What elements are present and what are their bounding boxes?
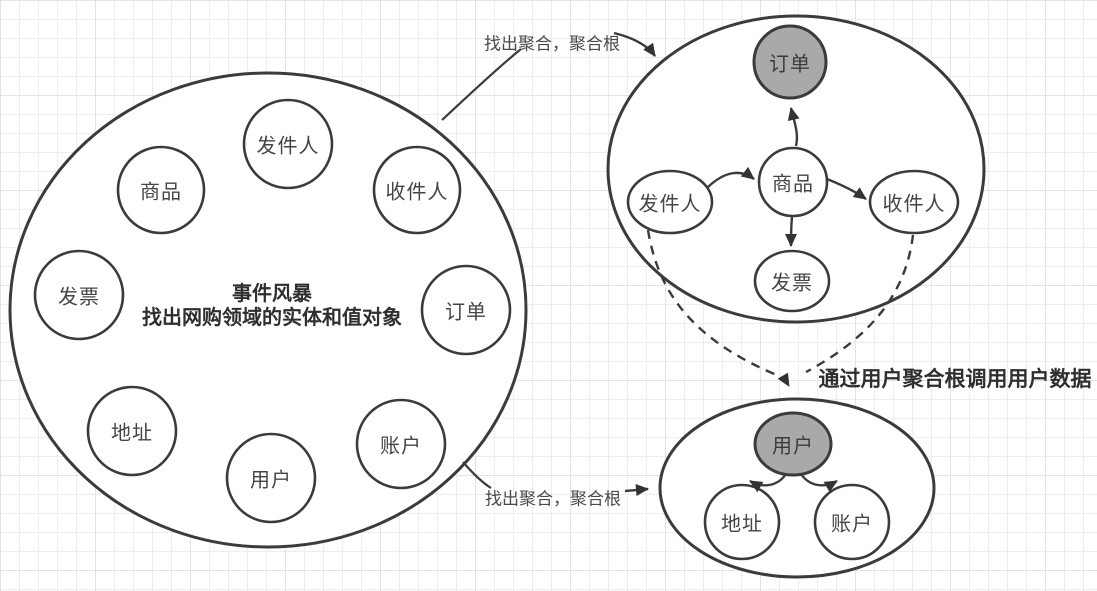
aggregate-node-address [703, 483, 781, 561]
aggregate-root-label-user: 用户 [772, 435, 814, 458]
aggregate-root-circle-user [753, 411, 833, 477]
aggregate-label-product: 商品 [772, 173, 814, 196]
annotation-line-top-left-segment [441, 48, 522, 121]
entity-label-address: 地址 [111, 422, 153, 445]
aggregate-root-circle-order [752, 24, 828, 100]
aggregate-root-label-order: 订单 [769, 53, 811, 76]
entity-circle-user [225, 432, 317, 524]
entity-circle-account [355, 398, 447, 490]
arrow-product-to-invoice [785, 216, 798, 247]
aggregate-node-product [757, 146, 829, 218]
aggregate-label-account: 账户 [831, 513, 873, 536]
entity-circle-product [116, 145, 206, 235]
arrow-sender-to-product [707, 166, 755, 188]
dashed-link-sender-to-user-aggregate [646, 229, 791, 387]
entity-circle-order [420, 264, 512, 356]
aggregate-label-invoice: 发票 [771, 272, 813, 295]
event-storming-title: 事件风暴 找出网购领域的实体和值对象 [142, 282, 402, 330]
entity-label-sender: 发件人 [256, 135, 320, 158]
entity-circle-sender [242, 98, 334, 190]
event-storming-title-line2: 找出网购领域的实体和值对象 [142, 307, 402, 329]
entity-circle-address [86, 385, 178, 477]
aggregate-label-address: 地址 [721, 513, 763, 536]
annotation-arrow-to-user-aggregate [624, 484, 649, 497]
annotation-user-data-note: 通过用户聚合根调用用户数据 [818, 368, 1092, 391]
dashed-link-receiver-to-user-aggregate [805, 234, 915, 374]
entity-circle-receiver [372, 145, 462, 235]
entity-label-user: 用户 [250, 469, 292, 492]
aggregate-node-account [813, 483, 891, 561]
entity-label-order: 订单 [445, 301, 487, 324]
aggregate-node-receiver [868, 169, 960, 235]
aggregate-node-sender [626, 169, 714, 235]
entity-label-receiver: 收件人 [385, 181, 449, 204]
entity-label-invoice: 发票 [58, 286, 100, 309]
entity-label-account: 账户 [380, 435, 422, 458]
aggregate-label-sender: 发件人 [638, 193, 702, 216]
annotation-line-bottom-left-segment [462, 461, 492, 489]
annotation-find-aggregate-top: 找出聚合，聚合根 [484, 34, 620, 54]
aggregate-node-invoice [753, 249, 831, 313]
arrow-product-to-order [787, 107, 800, 147]
entity-circle-invoice [33, 249, 125, 341]
arrow-user-to-address [749, 473, 787, 493]
entity-label-product: 商品 [140, 181, 182, 204]
annotation-find-aggregate-bottom: 找出聚合，聚合根 [485, 489, 621, 509]
event-storming-title-line1: 事件风暴 [232, 283, 312, 305]
arrow-product-to-receiver [826, 177, 867, 200]
aggregate-label-receiver: 收件人 [882, 193, 946, 216]
arrow-user-to-account [800, 473, 838, 493]
annotation-arrow-to-order-aggregate [613, 31, 656, 57]
